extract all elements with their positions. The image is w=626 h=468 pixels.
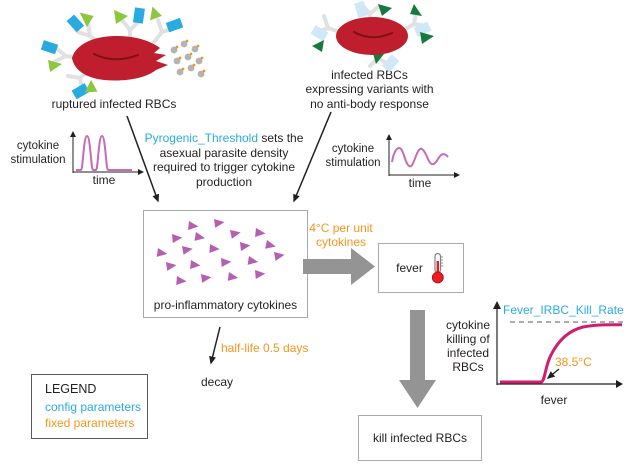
fever-conversion-label: 4°C per unit cytokines [309,221,373,250]
legend-item-fixed: fixed parameters [45,416,135,431]
arrow-cytokines-to-decay [209,326,221,365]
ruptured-rbc-icon [40,6,206,100]
right-stimulation-plot [386,134,460,178]
variant-cell-body [336,17,408,55]
variant-rbc-icon [310,0,434,73]
legend-title: LEGEND [45,382,97,396]
sigmoid-curve [500,323,623,384]
arrow-fever-to-kill [399,310,436,408]
kill-rate-plot [493,301,624,388]
fever-box-label: fever [396,260,423,275]
pulse-curve [76,134,132,171]
ruptured-rbc-label: ruptured infected RBCs [51,97,177,111]
left-plot-ylabel: cytokine stimulation [10,140,66,166]
right-plot-ylabel: cytokine stimulation [325,143,381,169]
right-plot-xlabel: time [408,176,432,190]
pyrogenic-threshold-note: Pyrogenic_Threshold sets the asexual par… [140,131,308,190]
antigen-green-triangles [48,6,163,93]
merozoites [170,39,206,78]
variant-rbc-label: infected RBCs expressing variants with n… [305,68,434,111]
cytokine-box: pro-inflammatory cytokines [143,210,308,318]
cytokine-box-label: pro-inflammatory cytokines [153,298,298,312]
kill-rate-title: Fever_IRBC_Kill_Rate [503,303,624,317]
pyrogenic-threshold-param: Pyrogenic_Threshold [144,131,259,145]
threshold-label: 38.5°C [555,355,592,369]
arrow-cytokines-to-fever [303,248,375,285]
kill-plot-ylabel: cytokine killing of infected RBCs [445,318,491,375]
kill-box-label: kill infected RBCs [372,430,468,445]
decay-label: decay [200,375,234,389]
legend-box: LEGEND config parameters fixed parameter… [31,374,148,439]
pyrogenic-threshold-rest: sets the asexual parasite density requir… [152,131,304,189]
kill-plot-xlabel: fever [540,393,568,407]
dark-green-variant-triangles [312,4,434,64]
oscillation-curve [391,147,449,168]
kill-box: kill infected RBCs [358,415,482,461]
pale-antibody-blocks [310,0,432,73]
cytokine-triangles [156,219,285,285]
left-stimulation-plot [70,131,144,175]
antibody-blue-blocks [40,7,184,100]
fever-box: fever [378,243,464,293]
thermometer-icon [431,252,444,284]
legend-item-config: config parameters [45,400,142,414]
half-life-label: half-life 0.5 days [221,341,309,355]
left-plot-xlabel: time [92,173,116,187]
ruptured-cell-body [72,36,168,81]
